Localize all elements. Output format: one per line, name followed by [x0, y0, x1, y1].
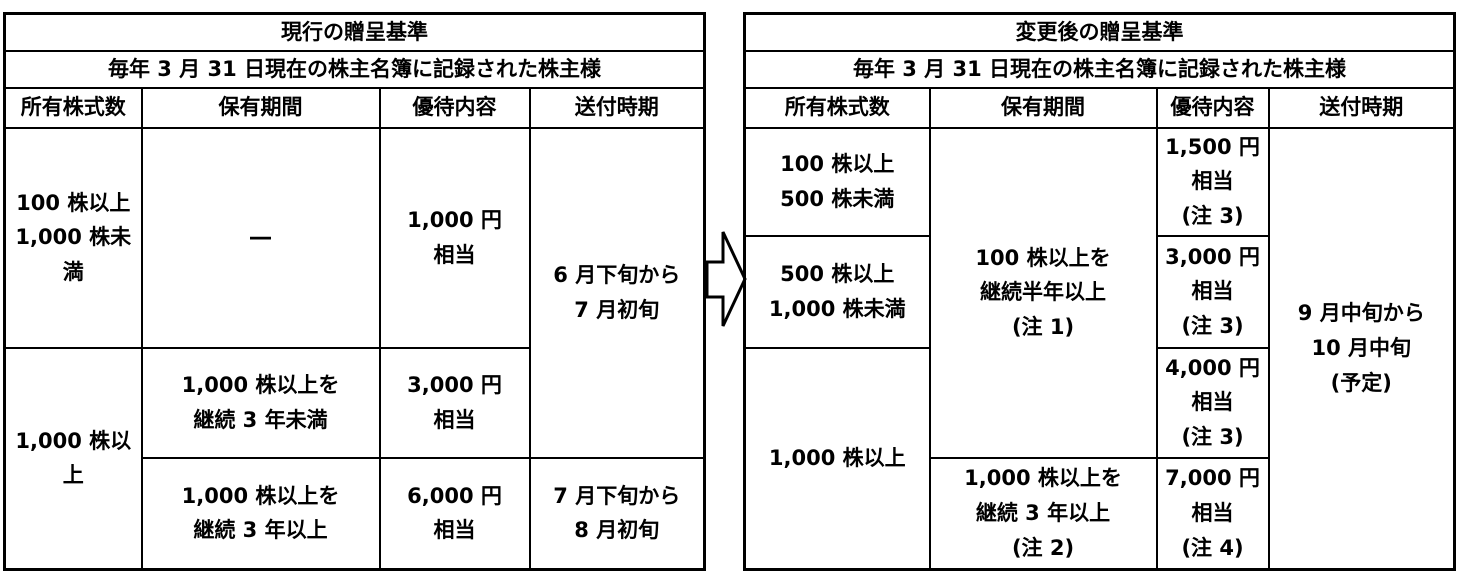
- current-col-header-shares: 所有株式数: [3, 86, 143, 129]
- revised-col-header-benefit: 優待内容: [1155, 86, 1270, 129]
- revised-table-title: 変更後の贈呈基準: [743, 12, 1456, 52]
- revised-criteria-table: 変更後の贈呈基準 毎年 3 月 31 日現在の株主名簿に記録された株主様 所有株…: [743, 12, 1456, 572]
- current-cell-holding-over-3y: 1,000 株以上を 継続 3 年以上: [140, 456, 381, 571]
- revised-cell-holding-over-3y: 1,000 株以上を 継続 3 年以上 (注 2): [928, 456, 1158, 571]
- current-col-header-send-period: 送付時期: [528, 86, 706, 129]
- current-cell-benefit-3000yen: 3,000 円 相当: [378, 346, 531, 459]
- current-cell-holding-none: ―: [140, 126, 381, 349]
- current-cell-benefit-1000yen: 1,000 円 相当: [378, 126, 531, 349]
- revised-col-header-holding-period: 保有期間: [928, 86, 1158, 129]
- revised-col-header-shares: 所有株式数: [743, 86, 931, 129]
- current-col-header-holding-period: 保有期間: [140, 86, 381, 129]
- revised-cell-shares-500-1000: 500 株以上 1,000 株未満: [743, 234, 931, 349]
- current-cell-send-jul-aug: 7 月下旬から 8 月初旬: [528, 456, 706, 571]
- revised-col-header-send-period: 送付時期: [1267, 86, 1456, 129]
- current-cell-send-jun-jul: 6 月下旬から 7 月初旬: [528, 126, 706, 459]
- revised-cell-shares-100-500: 100 株以上 500 株未満: [743, 126, 931, 237]
- change-arrow-icon: [705, 231, 747, 327]
- revised-cell-holding-half-year: 100 株以上を 継続半年以上 (注 1): [928, 126, 1158, 459]
- current-criteria-table: 現行の贈呈基準 毎年 3 月 31 日現在の株主名簿に記録された株主様 所有株式…: [3, 12, 706, 572]
- current-cell-shares-1000plus: 1,000 株以上: [3, 346, 143, 571]
- current-col-header-benefit: 優待内容: [378, 86, 531, 129]
- current-cell-shares-100-1000: 100 株以上 1,000 株未満: [3, 126, 143, 349]
- current-cell-benefit-6000yen: 6,000 円 相当: [378, 456, 531, 571]
- revised-cell-benefit-7000yen: 7,000 円 相当 (注 4): [1155, 456, 1270, 571]
- revised-cell-shares-1000plus: 1,000 株以上: [743, 346, 931, 571]
- revised-cell-benefit-1500yen: 1,500 円 相当 (注 3): [1155, 126, 1270, 237]
- revised-table-record-date: 毎年 3 月 31 日現在の株主名簿に記録された株主様: [743, 49, 1456, 89]
- revised-cell-benefit-4000yen: 4,000 円 相当 (注 3): [1155, 346, 1270, 459]
- revised-cell-benefit-3000yen: 3,000 円 相当 (注 3): [1155, 234, 1270, 349]
- current-table-record-date: 毎年 3 月 31 日現在の株主名簿に記録された株主様: [3, 49, 706, 89]
- revised-cell-send-sep-oct: 9 月中旬から 10 月中旬 (予定): [1267, 126, 1456, 571]
- current-table-title: 現行の贈呈基準: [3, 12, 706, 52]
- current-cell-holding-under-3y: 1,000 株以上を 継続 3 年未満: [140, 346, 381, 459]
